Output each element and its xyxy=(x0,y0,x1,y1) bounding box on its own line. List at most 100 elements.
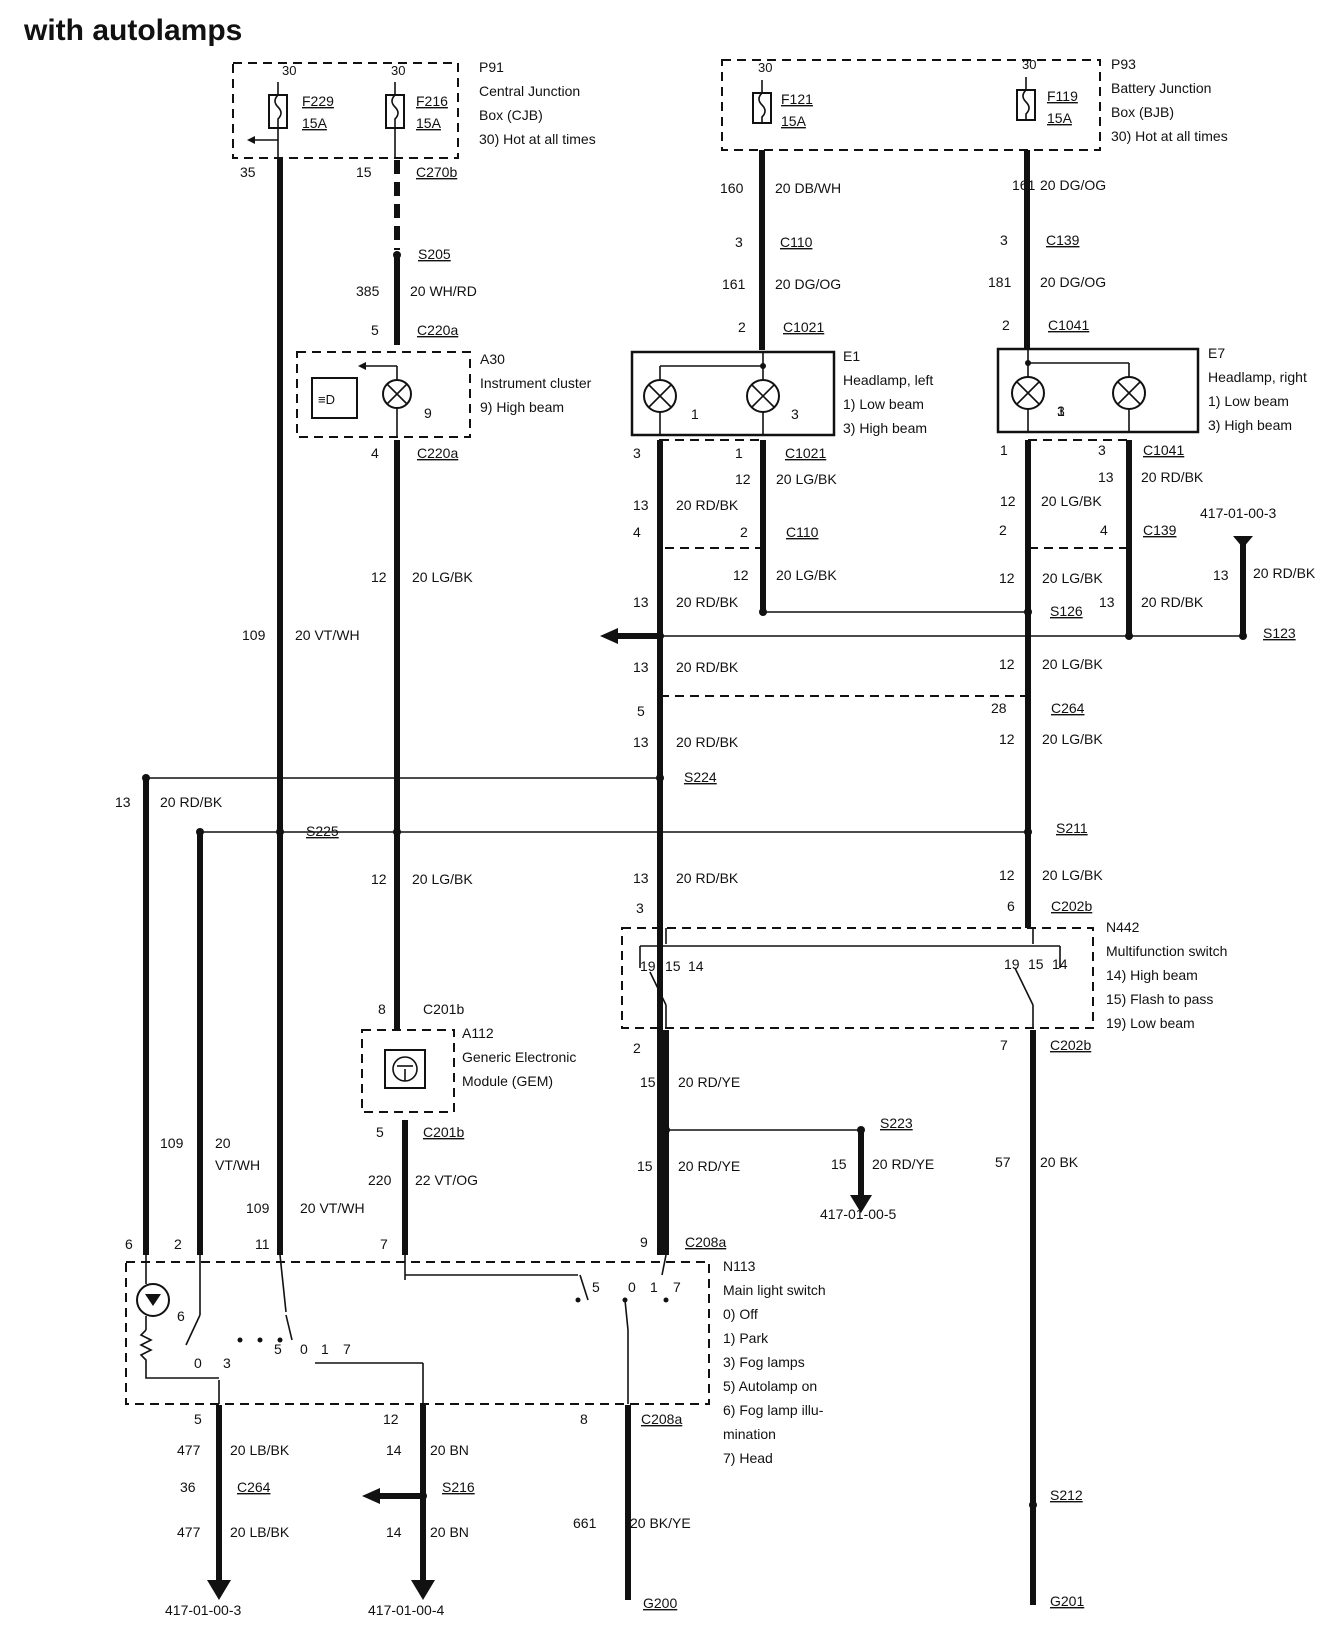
label-labels-24: 20 DG/OG xyxy=(1040,274,1106,290)
label-components-n113-8: 7) Head xyxy=(723,1450,773,1466)
label-labels-143: C208a xyxy=(641,1411,682,1427)
label-components-p93-0: P93 xyxy=(1111,56,1136,72)
label-labels-53: 20 RD/BK xyxy=(1253,565,1316,581)
label-labels-158: 417-01-00-3 xyxy=(165,1602,241,1618)
label-labels-41: 1 xyxy=(1000,442,1008,458)
diagram-title: with autolamps xyxy=(23,14,242,47)
label-labels-10: C220a xyxy=(417,445,458,461)
label-labels-35: 20 LG/BK xyxy=(776,471,837,487)
label-labels-107: C201b xyxy=(423,1124,464,1140)
label-labels-91: 6 xyxy=(1007,898,1015,914)
label-labels-9: 4 xyxy=(371,445,379,461)
label-labels-132: 7 xyxy=(673,1279,681,1295)
label-fuses-3-rating: 15A xyxy=(1047,110,1073,126)
label-labels-126: 7 xyxy=(380,1236,388,1252)
label-labels-77: 12 xyxy=(999,731,1015,747)
label-labels-119: 22 VT/OG xyxy=(415,1172,478,1188)
label-labels-128: C208a xyxy=(685,1234,726,1250)
label-components-e1-1: Headlamp, left xyxy=(843,372,933,388)
label-components-a112-0: A112 xyxy=(462,1025,494,1041)
label-labels-15: 161 xyxy=(722,276,746,292)
label-labels-20: 20 DG/OG xyxy=(1040,177,1106,193)
e7-headlamp-right xyxy=(996,347,1200,434)
label-labels-141: 12 xyxy=(383,1411,399,1427)
label-labels-155: 20 BN xyxy=(430,1524,469,1540)
label-labels-4: 385 xyxy=(356,283,380,299)
label-labels-6: 5 xyxy=(371,322,379,338)
label-labels-8: 9 xyxy=(424,405,432,421)
label-labels-80: 13 xyxy=(115,794,131,810)
label-labels-98: 14 xyxy=(1052,956,1068,972)
label-labels-136: 1 xyxy=(321,1341,329,1357)
label-labels-30: 3 xyxy=(1057,403,1065,419)
splices xyxy=(142,251,1247,1509)
label-labels-156: 661 xyxy=(573,1515,597,1531)
label-labels-14: C110 xyxy=(780,234,813,250)
label-labels-63: S123 xyxy=(1263,625,1296,641)
label-labels-160: G200 xyxy=(643,1595,677,1611)
arrows xyxy=(207,536,1253,1600)
label-labels-150: S216 xyxy=(442,1479,475,1495)
label-labels-69: 20 RD/BK xyxy=(676,659,739,675)
label-labels-139: 3 xyxy=(223,1355,231,1371)
label-labels-114: 15 xyxy=(831,1156,847,1172)
label-components-p91-2: Box (CJB) xyxy=(479,107,543,123)
label-labels-104: 15 xyxy=(640,1074,656,1090)
label-fuses-2-pin: 30 xyxy=(758,60,772,75)
label-labels-144: 477 xyxy=(177,1442,201,1458)
label-components-n113-4: 3) Fog lamps xyxy=(723,1354,805,1370)
label-labels-66: 12 xyxy=(371,569,387,585)
label-labels-85: 20 LG/BK xyxy=(412,871,473,887)
label-labels-105: 20 RD/YE xyxy=(678,1074,740,1090)
label-labels-103: C202b xyxy=(1050,1037,1091,1053)
label-labels-78: 20 LG/BK xyxy=(1042,731,1103,747)
label-fuses-1-name: F216 xyxy=(416,93,448,109)
label-components-n442-2: 14) High beam xyxy=(1106,967,1198,983)
label-labels-56: 13 xyxy=(633,594,649,610)
label-labels-39: 2 xyxy=(740,524,748,540)
label-labels-51: 417-01-00-3 xyxy=(1200,505,1276,521)
e1-headlamp-left xyxy=(630,350,836,437)
label-components-e1-3: 3) High beam xyxy=(843,420,927,436)
label-labels-130: 0 xyxy=(628,1279,636,1295)
label-labels-73: 28 xyxy=(991,700,1007,716)
label-labels-148: 36 xyxy=(180,1479,196,1495)
label-labels-32: 1 xyxy=(735,445,743,461)
label-labels-123: 6 xyxy=(125,1236,133,1252)
label-labels-57: 20 RD/BK xyxy=(676,594,739,610)
label-components-e1-2: 1) Low beam xyxy=(843,396,924,412)
label-labels-142: 8 xyxy=(580,1411,588,1427)
label-labels-118: 220 xyxy=(368,1172,392,1188)
label-labels-129: 5 xyxy=(592,1279,600,1295)
label-labels-140: 5 xyxy=(194,1411,202,1427)
label-labels-87: 20 RD/BK xyxy=(676,870,739,886)
label-labels-33: C1021 xyxy=(785,445,826,461)
label-labels-12: 20 DB/WH xyxy=(775,180,841,196)
label-components-a30-2: 9) High beam xyxy=(480,399,564,415)
label-labels-68: 13 xyxy=(633,659,649,675)
label-labels-36: 13 xyxy=(633,497,649,513)
label-labels-18: C1021 xyxy=(783,319,824,335)
label-labels-5: 20 WH/RD xyxy=(410,283,477,299)
label-labels-111: VT/WH xyxy=(215,1157,260,1173)
p93-battery-junction-box xyxy=(721,59,1101,151)
label-labels-38: 4 xyxy=(633,524,641,540)
label-labels-37: 20 RD/BK xyxy=(676,497,739,513)
label-labels-82: S225 xyxy=(306,823,339,839)
label-labels-89: 20 LG/BK xyxy=(1042,867,1103,883)
label-components-n113-0: N113 xyxy=(723,1258,756,1274)
label-labels-97: 15 xyxy=(1028,956,1044,972)
label-labels-75: 13 xyxy=(633,734,649,750)
label-labels-1: 15 xyxy=(356,164,372,180)
n113-main-light-switch xyxy=(125,1254,710,1405)
label-labels-46: 12 xyxy=(1000,493,1016,509)
n442-multifunction-switch xyxy=(621,927,1094,1029)
label-labels-147: 20 BN xyxy=(430,1442,469,1458)
label-labels-102: 7 xyxy=(1000,1037,1008,1053)
label-components-p93-2: Box (BJB) xyxy=(1111,104,1174,120)
label-labels-34: 12 xyxy=(735,471,751,487)
label-components-n113-1: Main light switch xyxy=(723,1282,826,1298)
label-labels-19: 161 xyxy=(1012,177,1036,193)
label-labels-47: 20 LG/BK xyxy=(1041,493,1102,509)
label-components-e1-0: E1 xyxy=(843,348,860,364)
